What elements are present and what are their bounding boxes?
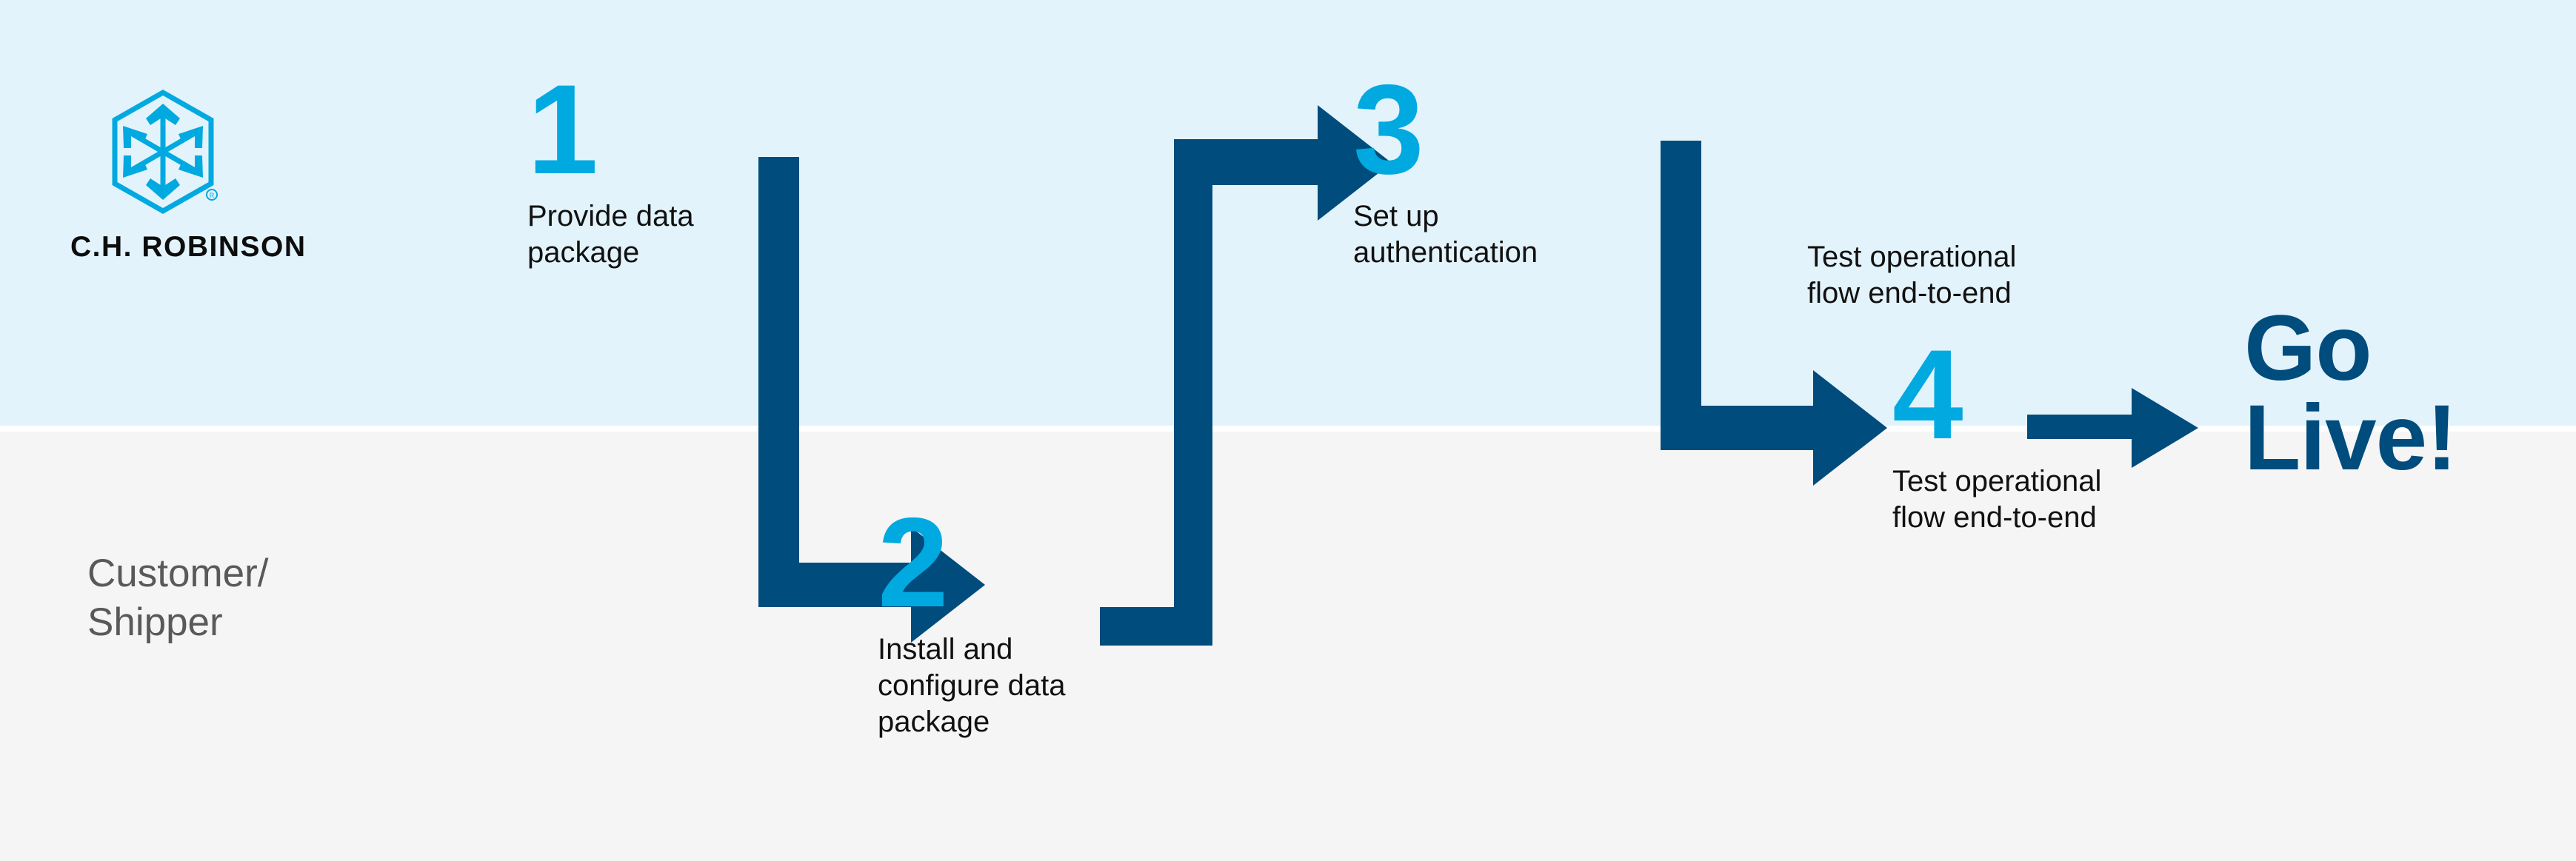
step-3-caption: Set up authentication	[1353, 200, 1538, 269]
step-2-caption: Install and configure data package	[878, 633, 1066, 738]
step-3-number: 3	[1353, 58, 1424, 201]
connector-1-to-2	[629, 157, 985, 643]
step-4: 4 Test operational flow end-to-end	[1892, 324, 2102, 536]
brand-logo: R C.H. ROBINSON	[70, 89, 307, 264]
svg-text:R: R	[210, 192, 215, 199]
step-4-number: 4	[1892, 324, 1963, 466]
connector-2-to-3	[1100, 105, 1392, 646]
bottom-lane-background	[0, 432, 2576, 861]
connector-3-to-4	[1531, 141, 1887, 486]
connector-4-to-golive	[2027, 388, 2198, 468]
caption-test-operational-flow-upper: Test operational flow end-to-end	[1807, 241, 2017, 309]
step-2-number: 2	[878, 492, 949, 634]
go-live-label: Go Live!	[2244, 297, 2457, 490]
step-1: 1 Provide data package	[527, 58, 694, 271]
lane-label-customer-shipper: Customer/ Shipper	[87, 552, 269, 644]
registered-trademark-icon: R	[206, 189, 218, 201]
step-1-number: 1	[527, 58, 598, 201]
ch-robinson-cube-icon: R	[112, 89, 218, 215]
top-lane-background	[0, 0, 2576, 426]
step-2: 2 Install and configure data package	[878, 492, 1066, 740]
lane-divider	[0, 426, 2576, 432]
brand-wordmark: C.H. ROBINSON	[70, 231, 307, 263]
step-3: 3 Set up authentication	[1353, 58, 1538, 271]
step-4-caption: Test operational flow end-to-end	[1892, 465, 2102, 534]
step-1-caption: Provide data package	[527, 200, 694, 269]
